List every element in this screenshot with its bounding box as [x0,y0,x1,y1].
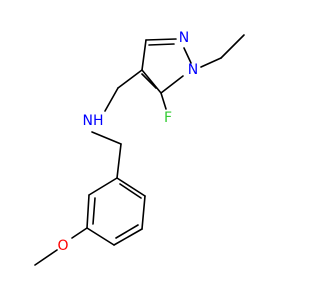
molecule-canvas: N N F NH O [34,30,245,266]
bond-ar4 [86,227,115,246]
bond-ar2 [141,195,146,230]
atom-n1-label: N [188,62,198,78]
bond-ar5 [86,194,90,229]
bond-c4-c3 [141,39,147,71]
bond-n1-ch2 [200,57,222,68]
bond-nh-ch2 [91,131,122,145]
bond-n2-n1 [183,47,192,64]
bond-ch2-ring [116,143,122,179]
bond-c4-ch2 [117,69,143,89]
bond-ar1 [116,177,146,197]
bond-c3-n2-double [148,43,175,46]
atom-n2-label: N [179,30,189,46]
bond-ar1-inner [119,183,142,199]
bond-ch2-nh [104,87,119,112]
bond-ar3 [113,228,143,246]
bond-ch2-ch3 [220,34,245,59]
bond-n1-c5 [160,75,184,94]
structure-diagram: N N F NH O [34,30,245,266]
bond-ar3-inner [115,224,139,239]
bond-c3-n2 [145,38,177,41]
bond-c5-c4 [141,69,162,94]
atom-nh-label: NH [83,113,104,129]
bond-o-ch3 [34,249,58,266]
bond-ar6 [88,177,118,196]
atom-f-label: F [164,110,172,126]
bonds [34,34,245,266]
bond-c5-c4-double [141,73,157,89]
bond-c5-f [160,92,167,110]
bond-ar-o [71,227,88,239]
atom-o-label: O [57,238,68,254]
atom-labels: N N F NH O [57,30,198,254]
bond-ar5-inner [92,197,96,225]
